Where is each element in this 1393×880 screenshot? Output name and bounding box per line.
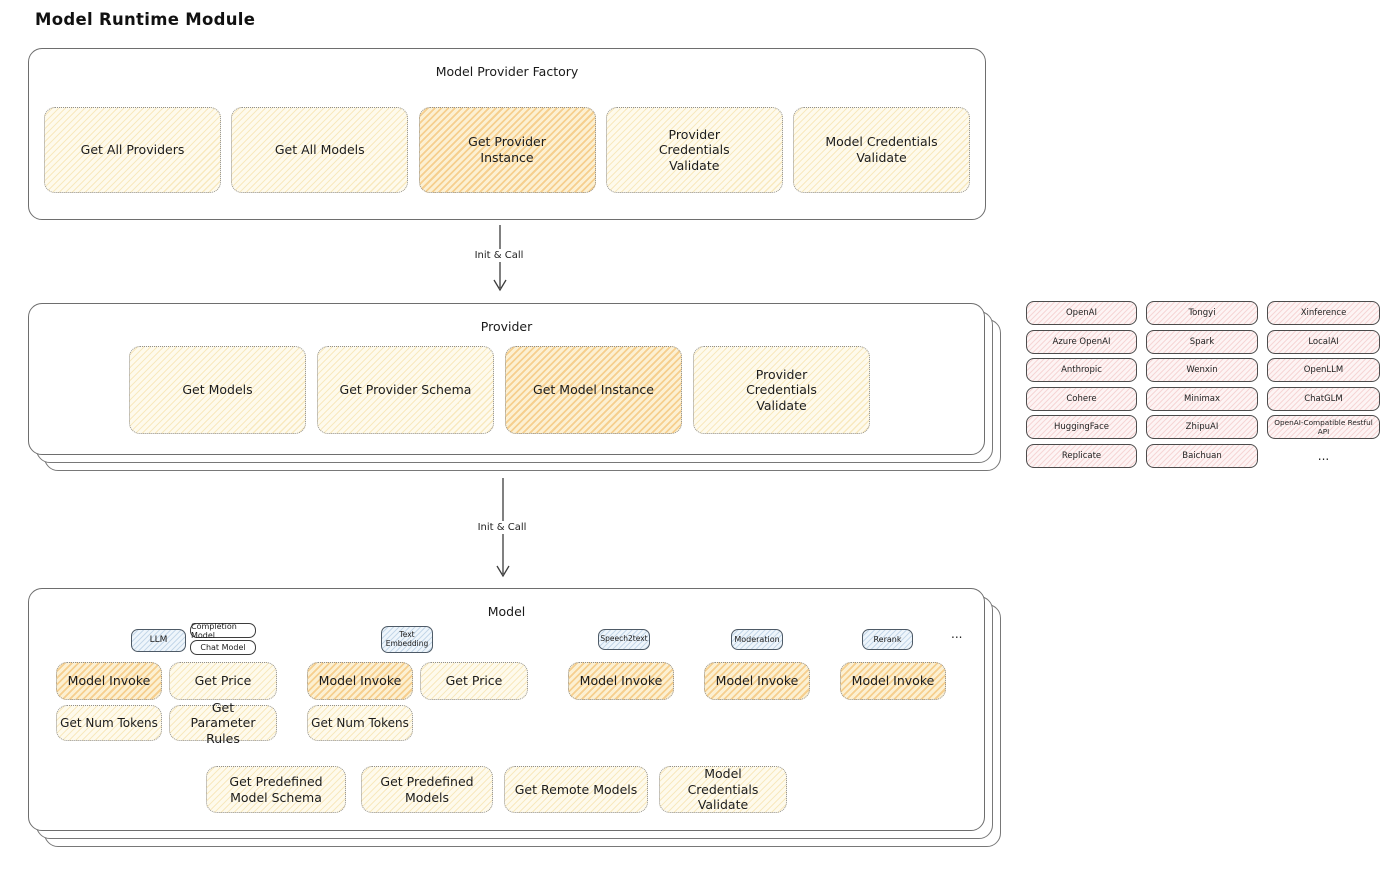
providers-grid: OpenAI Tongyi Xinference Azure OpenAI Sp… [1026, 301, 1380, 468]
provider-chip-anthropic: Anthropic [1026, 358, 1137, 382]
provider-chip-openai: OpenAI [1026, 301, 1137, 325]
provider-chip-tongyi: Tongyi [1146, 301, 1258, 325]
node-model-credentials-validate: Model Credentials Validate [793, 107, 970, 193]
provider-chip-cohere: Cohere [1026, 386, 1137, 411]
node-embedding-get-num-tokens: Get Num Tokens [307, 705, 413, 741]
provider-title: Provider [480, 319, 533, 334]
model-type-speech2text: Speech2text [598, 629, 650, 650]
node-get-model-instance: Get Model Instance [505, 346, 682, 434]
factory-title: Model Provider Factory [435, 64, 579, 79]
node-embedding-model-invoke: Model Invoke [307, 662, 413, 700]
provider-chip-zhipuai: ZhipuAI [1146, 415, 1258, 439]
node-llm-get-num-tokens: Get Num Tokens [56, 705, 162, 741]
arrow-label-init-call-1: Init & Call [462, 249, 536, 262]
model-type-moderation: Moderation [731, 629, 783, 650]
node-get-remote-models: Get Remote Models [504, 766, 648, 813]
node-rerank-model-invoke: Model Invoke [840, 662, 946, 700]
node-moderation-model-invoke: Model Invoke [704, 662, 810, 700]
provider-chip-chatglm: ChatGLM [1267, 386, 1380, 411]
node-llm-get-parameter-rules: Get Parameter Rules [169, 700, 277, 746]
node-get-all-models: Get All Models [231, 107, 409, 193]
provider-chip-huggingface: HuggingFace [1026, 415, 1137, 439]
node-speech2text-model-invoke: Model Invoke [568, 662, 674, 700]
providers-more-ellipsis: ... [1317, 448, 1330, 463]
provider-chip-spark: Spark [1146, 329, 1258, 354]
node-llm-model-invoke: Model Invoke [56, 662, 162, 700]
node-get-all-providers: Get All Providers [44, 107, 221, 193]
node-model-credentials-validate-2: Model Credentials Validate [659, 766, 787, 813]
model-type-llm: LLM [131, 629, 186, 652]
factory-buttons-row: Get All Providers Get All Models Get Pro… [44, 107, 970, 193]
provider-chip-localai: LocalAI [1267, 329, 1380, 354]
model-title: Model [487, 604, 526, 619]
model-type-rerank: Rerank [862, 629, 913, 650]
arrow-label-init-call-2: Init & Call [465, 521, 539, 534]
provider-box: Provider Get Models Get Provider Schema … [28, 303, 985, 455]
provider-chip-azure-openai: Azure OpenAI [1026, 329, 1137, 354]
model-box: Model LLM Completion Model Chat Model Te… [28, 588, 985, 831]
model-types-more-ellipsis: ... [951, 627, 963, 641]
node-provider-credentials-validate: Provider Credentials Validate [605, 107, 783, 193]
provider-chip-openai-compatible: OpenAI-Compatible Restful API [1267, 415, 1380, 439]
model-type-text-embedding: Text Embedding [381, 626, 433, 653]
provider-chip-openllm: OpenLLM [1267, 358, 1380, 382]
node-get-models: Get Models [129, 346, 306, 434]
provider-chip-replicate: Replicate [1026, 443, 1137, 468]
page-title: Model Runtime Module [35, 10, 256, 29]
node-provider-credentials-validate-2: Provider Credentials Validate [693, 346, 870, 434]
factory-box: Model Provider Factory Get All Providers… [28, 48, 986, 220]
node-get-provider-schema: Get Provider Schema [317, 346, 494, 434]
node-embedding-get-price: Get Price [420, 662, 528, 700]
node-llm-get-price: Get Price [169, 662, 277, 700]
provider-chip-minimax: Minimax [1146, 386, 1258, 411]
provider-chip-wenxin: Wenxin [1146, 358, 1258, 382]
node-get-predefined-model-schema: Get Predefined Model Schema [206, 766, 346, 813]
provider-buttons-row: Get Models Get Provider Schema Get Model… [129, 346, 870, 434]
provider-chip-baichuan: Baichuan [1146, 443, 1258, 468]
model-type-completion-model: Completion Model [190, 622, 256, 640]
provider-chip-xinference: Xinference [1267, 301, 1380, 325]
node-get-predefined-models: Get Predefined Models [361, 766, 493, 813]
model-type-chat-model: Chat Model [190, 640, 256, 655]
node-get-provider-instance: Get Provider Instance [418, 107, 596, 193]
